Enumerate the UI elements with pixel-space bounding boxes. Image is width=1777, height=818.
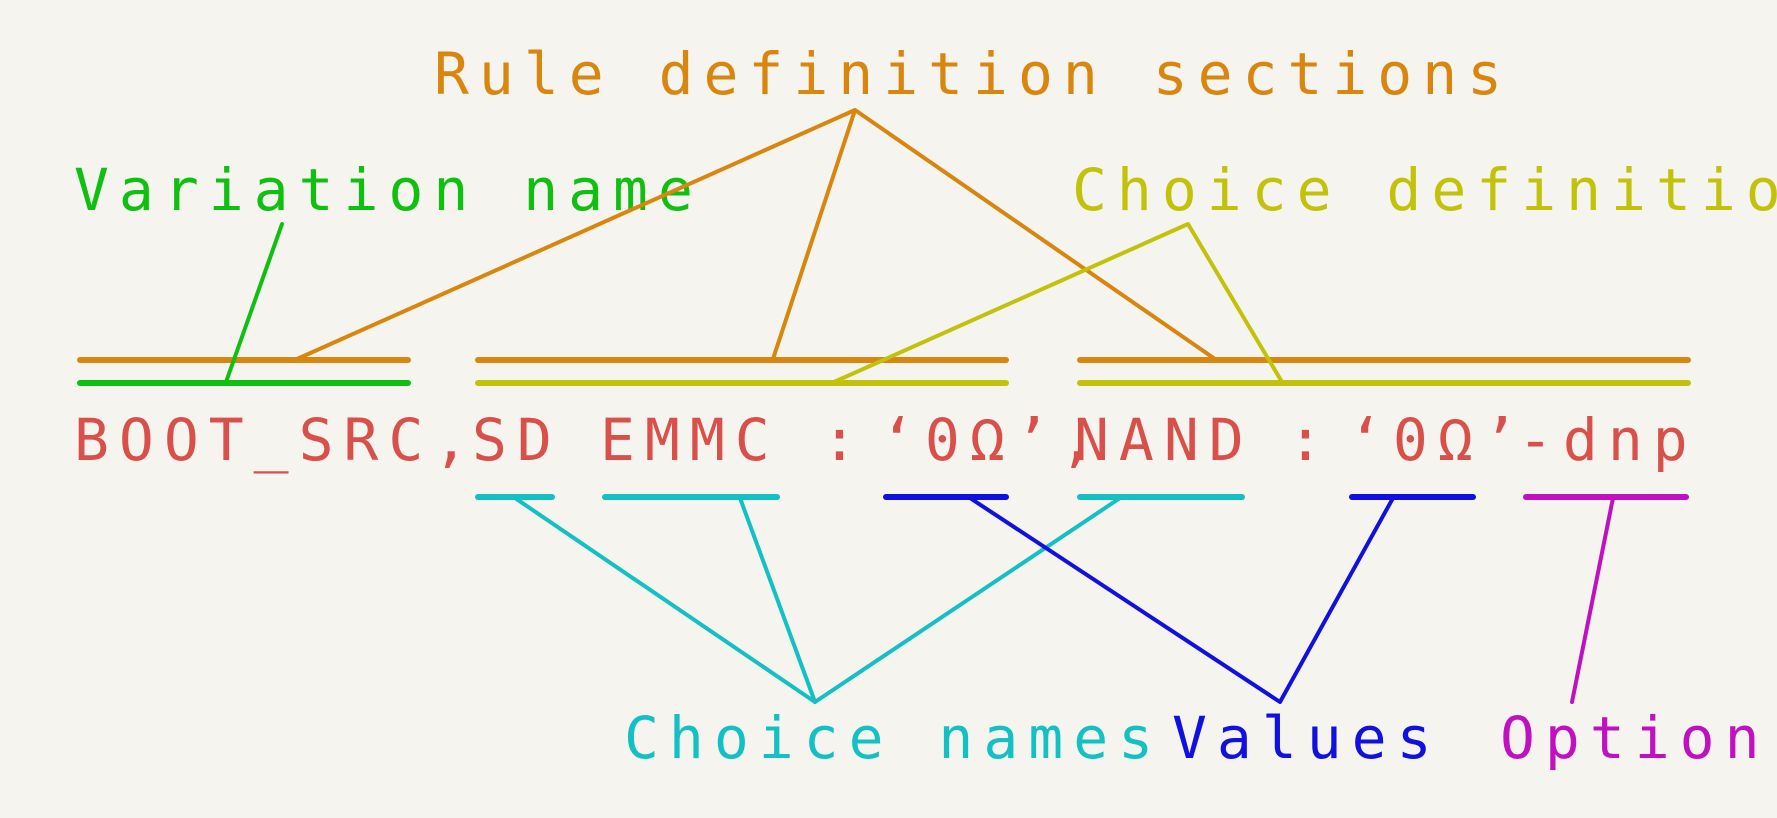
option-leader xyxy=(1570,496,1615,704)
expression-choice-emmc: EMMC xyxy=(600,406,780,474)
rule-section-leaders xyxy=(295,108,1217,361)
expression-choice-sd: SD xyxy=(472,406,562,474)
label-rule-definition-sections: Rule definition sections xyxy=(434,40,1512,108)
label-values: Values xyxy=(1172,704,1442,772)
choice-names-leaders xyxy=(513,496,1122,704)
choice-names-leader-nand xyxy=(813,496,1122,704)
expression-choice-nand: NAND xyxy=(1074,406,1254,474)
choice-names-leader-sd xyxy=(513,496,817,704)
expression-option: -dnp xyxy=(1518,406,1698,474)
values-leaders xyxy=(968,496,1395,704)
label-option: Option xyxy=(1500,704,1770,772)
expression-separator-2: : xyxy=(1288,406,1333,474)
variation-name-leader xyxy=(224,222,284,384)
expression-value-2: ‘0Ω’ xyxy=(1348,406,1528,474)
rule-section-leader-middle xyxy=(771,108,857,361)
expression-variation: BOOT_SRC, xyxy=(74,406,478,474)
label-choice-names: Choice names xyxy=(624,704,1163,772)
expression: BOOT_SRC, SD EMMC : ‘0Ω’, NAND : ‘0Ω’ -d… xyxy=(74,406,1698,474)
expression-value-1: ‘0Ω’, xyxy=(880,406,1105,474)
choice-definitions-leader xyxy=(832,222,1284,384)
expression-separator-1: : xyxy=(822,406,867,474)
rule-section-leader xyxy=(295,108,1217,361)
choice-names-leader-emmc xyxy=(738,496,817,704)
values-leader xyxy=(968,496,1395,704)
label-variation-name: Variation name xyxy=(74,156,703,224)
